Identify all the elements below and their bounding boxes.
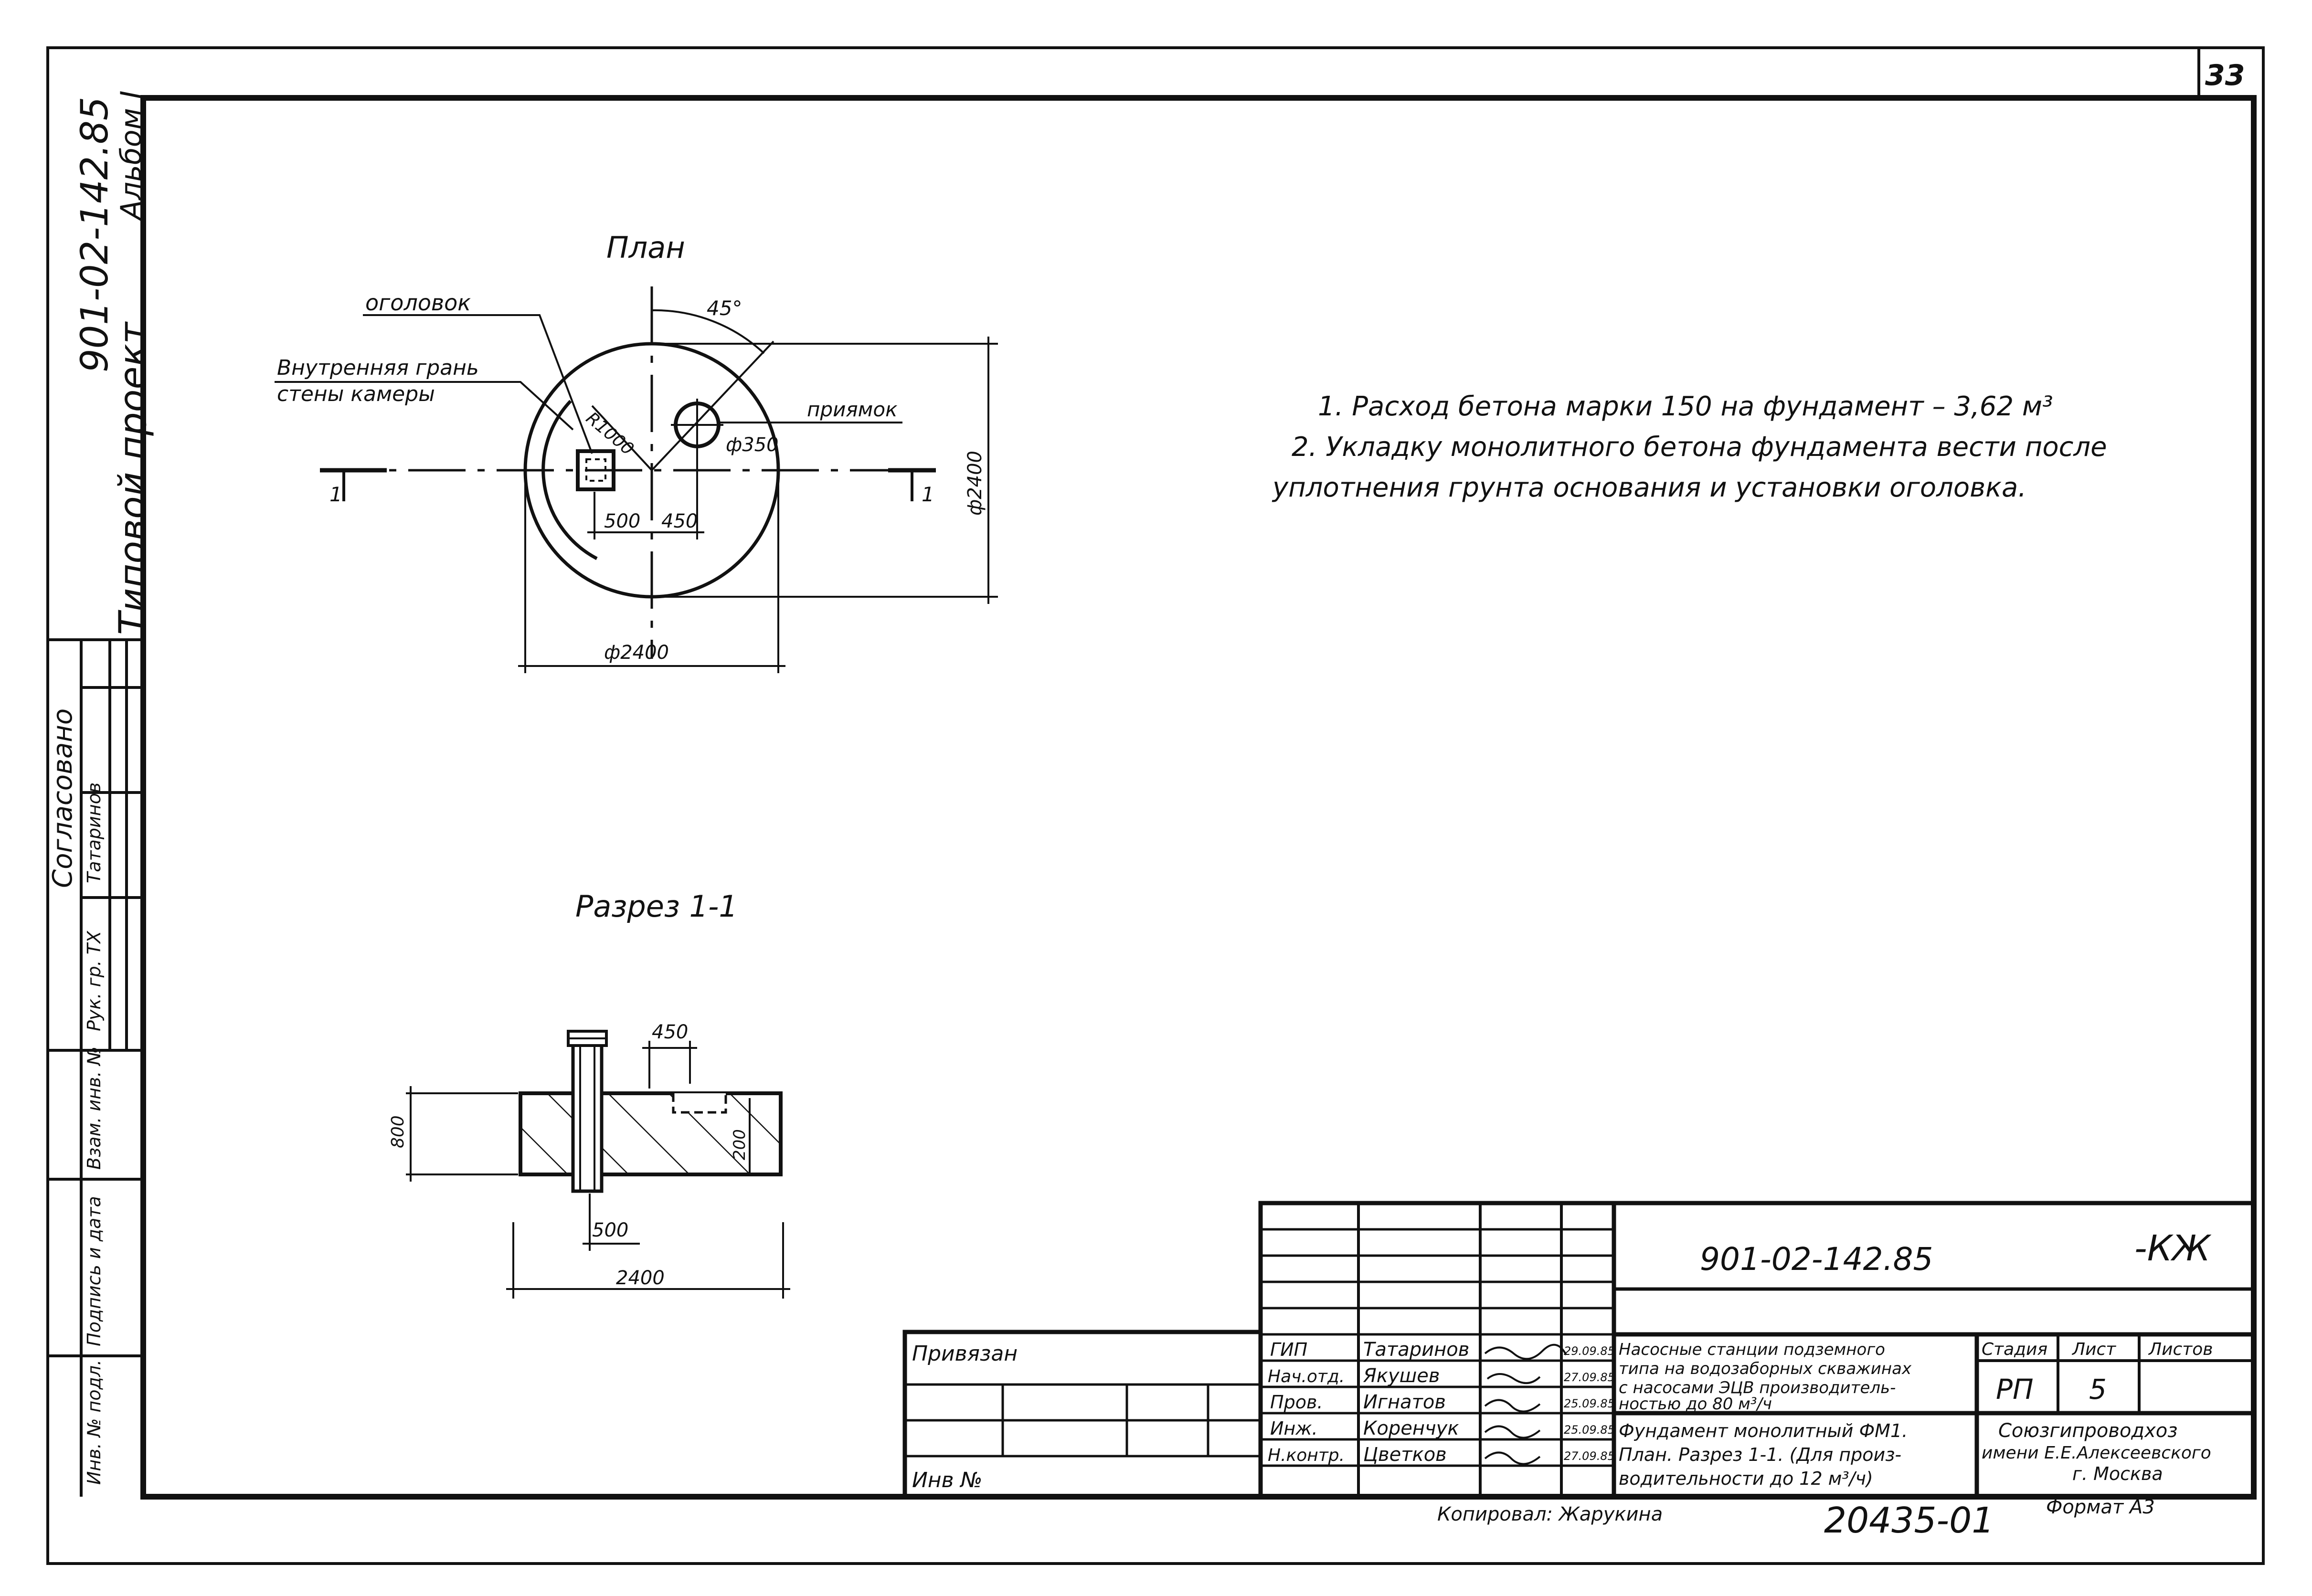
stamp-vzam-inv: Взам. инв. № (84, 1046, 105, 1170)
tb-date-5: 27.09.85 (1564, 1449, 1615, 1463)
side-project-code: 901-02-142.85 (74, 97, 117, 372)
tb-name-1: Татаринов (1363, 1339, 1469, 1361)
tb-date-2: 27.09.85 (1564, 1371, 1615, 1384)
page-number: 33 (2205, 59, 2245, 92)
tb-role-gip: ГИП (1270, 1339, 1307, 1360)
tb-stage-value: РП (1996, 1373, 2034, 1406)
tb-org-1: Союзгипроводхоз (1998, 1420, 2178, 1442)
section-view (406, 1030, 790, 1299)
stamp-inv-podl: Инв. № подл. (84, 1360, 105, 1485)
section-dim-2400: 2400 (616, 1267, 665, 1289)
tb-desc-1: Насосные станции подземного (1619, 1340, 1885, 1359)
foundation-section (519, 1091, 783, 1176)
section-title: Разрез 1-1 (575, 889, 738, 924)
label-sump: приямок (807, 398, 898, 421)
left-stamp (48, 638, 143, 1497)
plan-title: План (606, 230, 685, 265)
pipe (571, 1041, 604, 1193)
label-inner-face-1: Внутренняя грань (277, 356, 479, 380)
tb-desc-2: типа на водозаборных скважинах (1619, 1359, 1912, 1378)
section-dim-800: 800 (388, 1115, 408, 1148)
cut-mark-right: 1 (922, 483, 934, 506)
tb-suffix: -КЖ (2134, 1228, 2212, 1269)
section-dim-200: 200 (730, 1129, 749, 1160)
head-square (576, 449, 615, 491)
tb-role-nach: Нач.отд. (1268, 1367, 1345, 1386)
tb-dwg-2: План. Разрез 1-1. (Для произ- (1619, 1444, 1901, 1465)
tb-sheet-value: 5 (2089, 1373, 2107, 1406)
tb-sheet-label: Лист (2071, 1340, 2116, 1359)
stamp-ruk-tx: Рук. гр. ТХ (84, 930, 105, 1031)
outer-frame (46, 46, 2265, 1565)
note-line-1: 1. Расход бетона марки 150 на фундамент … (1318, 391, 2053, 422)
tb-privyazan: Привязан (912, 1342, 1018, 1366)
signatures (1484, 1343, 1567, 1465)
tb-date-3: 25.09.85 (1564, 1397, 1615, 1410)
tb-name-2: Якушев (1363, 1365, 1440, 1387)
stamp-agreed: Согласовано (47, 708, 78, 888)
plan-view (275, 286, 998, 673)
tb-name-4: Коренчук (1363, 1417, 1459, 1439)
tb-code: 901-02-142.85 (1700, 1241, 1933, 1278)
note-line-2: 2. Укладку монолитного бетона фундамента… (1292, 432, 2107, 463)
tb-archive-no: 20435-01 (1824, 1500, 1994, 1541)
title-block (902, 1201, 2254, 1497)
section-dim-500: 500 (592, 1219, 628, 1241)
angle-45: 45° (707, 296, 742, 320)
plan-dim-500: 500 (604, 510, 640, 532)
note-line-3: уплотнения грунта основания и установки … (1272, 472, 2026, 503)
section-dim-450: 450 (652, 1021, 688, 1043)
tb-stage-label: Стадия (1982, 1340, 2047, 1359)
label-head: оголовок (365, 290, 471, 316)
chamber-inner-arc (541, 400, 598, 560)
tb-role-inzh: Инж. (1270, 1418, 1318, 1439)
tb-copied-by: Копировал: Жарукина (1437, 1503, 1663, 1525)
cut-mark-left: 1 (329, 483, 342, 506)
tb-desc-4: ностью до 80 м³/ч (1619, 1395, 1772, 1414)
label-inner-face-2: стены камеры (277, 382, 435, 406)
tb-sheets-label: Листов (2148, 1340, 2213, 1359)
tb-inv-no: Инв № (912, 1468, 982, 1492)
plan-dim-d2400-right: ф2400 (964, 451, 986, 516)
tb-role-nkontr: Н.контр. (1268, 1446, 1345, 1465)
stamp-tatarinov: Татаринов (84, 782, 105, 883)
inner-frame (140, 95, 2257, 1500)
tb-org-3: г. Москва (2072, 1463, 2163, 1484)
tb-date-4: 25.09.85 (1564, 1423, 1615, 1437)
tb-org-2: имени Е.Е.Алексеевского (1982, 1443, 2211, 1463)
dim-d350: ф350 (726, 434, 779, 456)
tb-dwg-3: водительности до 12 м³/ч) (1619, 1468, 1873, 1489)
tb-format: Формат А3 (2046, 1496, 2155, 1518)
plan-dim-d2400-bottom: ф2400 (604, 642, 669, 664)
tb-desc-3: с насосами ЭЦВ производитель- (1619, 1378, 1896, 1397)
stamp-podpis-data: Подпись и дата (84, 1196, 105, 1346)
side-album: Альбом I (115, 91, 148, 222)
tb-name-5: Цветков (1363, 1444, 1447, 1466)
tb-date-1: 29.09.85 (1564, 1344, 1615, 1358)
tb-role-prov: Пров. (1270, 1392, 1323, 1413)
side-project-label: Типовой проект (112, 321, 155, 635)
tb-name-3: Игнатов (1363, 1391, 1446, 1413)
plan-dim-450: 450 (661, 510, 698, 532)
tb-dwg-1: Фундамент монолитный ФМ1. (1619, 1420, 1908, 1441)
